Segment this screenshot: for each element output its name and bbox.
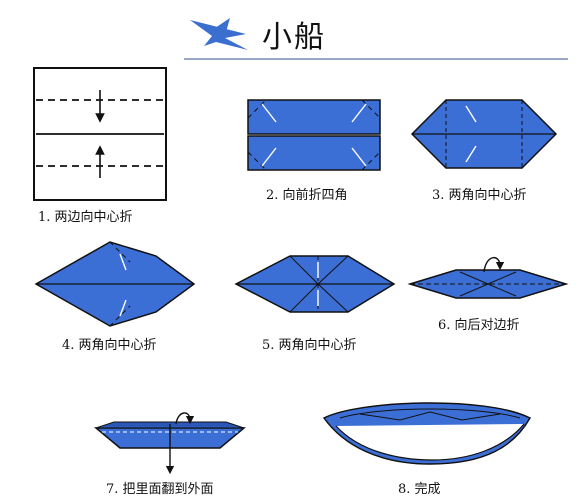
step-8-figure bbox=[322, 402, 532, 465]
paper-plane-icon bbox=[190, 18, 248, 50]
title-rule bbox=[184, 58, 568, 60]
step-6-caption: 6. 向后对边折 bbox=[438, 318, 520, 333]
step-3-figure bbox=[410, 99, 558, 169]
step-2-figure bbox=[247, 99, 381, 171]
step-6-figure bbox=[407, 257, 569, 299]
step-4-figure bbox=[34, 241, 196, 327]
step-2-caption: 2. 向前折四角 bbox=[266, 188, 348, 203]
step-1-caption: 1. 两边向中心折 bbox=[38, 210, 133, 225]
step-5-figure bbox=[234, 255, 396, 313]
step-8-caption: 8. 完成 bbox=[398, 482, 441, 497]
step-4-caption: 4. 两角向中心折 bbox=[62, 338, 157, 353]
step-5-caption: 5. 两角向中心折 bbox=[262, 338, 357, 353]
step-3-caption: 3. 两角向中心折 bbox=[432, 188, 527, 203]
page-title: 小船 bbox=[262, 20, 326, 55]
step-7-caption: 7. 把里面翻到外面 bbox=[106, 482, 214, 497]
step-7-figure bbox=[93, 412, 247, 475]
step-1-figure bbox=[33, 67, 167, 201]
